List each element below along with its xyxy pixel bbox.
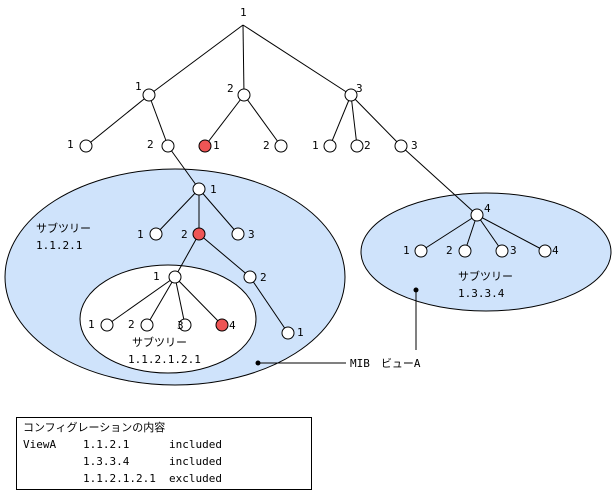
node-1: [142, 88, 156, 102]
label-root: 1: [240, 6, 247, 19]
node-1-1: [79, 139, 93, 153]
node-1-1-2-1-2-1-1: [100, 318, 114, 332]
node-1-1-2-1-2-2: [243, 270, 257, 284]
label-n3-2: 2: [364, 139, 371, 152]
config-oid: 1.1.2.1: [83, 438, 130, 451]
node-1-1-2-1-2: [192, 227, 206, 241]
config-status: included: [169, 438, 222, 451]
config-row: 1.3.3.4 included: [23, 453, 305, 470]
config-view: [23, 453, 83, 470]
node-2-2: [274, 139, 288, 153]
label-n1-1: 1: [67, 138, 74, 151]
label-n12122: 2: [260, 271, 267, 284]
label-n3-1: 1: [312, 139, 319, 152]
node-labels: 1 1 2 3 1 2 1 2 1 2 3 1 1 2 3 1 2 1 2 3 …: [67, 6, 559, 339]
subtree-a-oid: 1.1.2.1: [36, 239, 82, 252]
label-n3343: 3: [510, 244, 517, 257]
label-n1-2: 2: [147, 138, 154, 151]
node-1-3-3-4-1: [414, 244, 428, 258]
node-1-3-3-4-4: [538, 244, 552, 258]
label-n1212: 2: [181, 228, 188, 241]
config-row: ViewA 1.1.2.1 included: [23, 436, 305, 453]
label-n1211: 1: [137, 228, 144, 241]
node-1-2: [161, 139, 175, 153]
label-n121214: 4: [229, 319, 236, 332]
node-1-1-2-1-2-1-4: [215, 318, 229, 332]
config-oid: 1.3.3.4: [83, 455, 130, 468]
subtree-region-1-3-3-4: [360, 192, 612, 312]
node-1-1-2-1: [192, 182, 206, 196]
node-1-3-3-4-3: [495, 244, 509, 258]
node-1-1-2-1-3: [231, 227, 245, 241]
label-n121212: 2: [128, 318, 135, 331]
label-n2: 2: [227, 82, 234, 95]
node-1-1-2-1-2-1-2: [140, 318, 154, 332]
subtree-pointer-dot: [413, 287, 419, 293]
subtree-b-oid: 1.1.2.1.2.1: [128, 353, 201, 366]
label-n12121: 1: [153, 270, 160, 283]
subtree-c-title: サブツリー: [458, 269, 513, 283]
config-view: [23, 470, 83, 487]
node-1-1-2-1-1: [149, 227, 163, 241]
node-3: [344, 88, 358, 102]
label-n3344: 4: [552, 244, 559, 257]
tree-nodes: [79, 88, 552, 340]
label-n3-3: 3: [411, 139, 418, 152]
label-n334: 4: [484, 202, 491, 215]
config-status: excluded: [169, 472, 222, 485]
label-n121221: 1: [297, 326, 304, 339]
node-3-3: [394, 139, 408, 153]
node-1-1-2-1-2-1: [168, 270, 182, 284]
node-2: [237, 88, 251, 102]
label-n2-2: 2: [263, 139, 270, 152]
label-n2-1: 1: [213, 139, 220, 152]
label-n121211: 1: [88, 318, 95, 331]
subtree-a-title: サブツリー: [36, 221, 91, 235]
node-2-1: [198, 139, 212, 153]
label-n3: 3: [356, 82, 363, 95]
label-n1: 1: [135, 80, 142, 93]
node-3-1: [323, 139, 337, 153]
config-row: 1.1.2.1.2.1 excluded: [23, 470, 305, 487]
mib-view-label: MIB ビューA: [350, 357, 421, 370]
config-oid: 1.1.2.1.2.1: [83, 472, 156, 485]
subtree-b-title: サブツリー: [132, 335, 187, 349]
node-1-1-2-1-2-1-3: [178, 318, 192, 332]
node-3-2: [350, 139, 364, 153]
config-view: ViewA: [23, 438, 57, 451]
label-n3341: 1: [403, 244, 410, 257]
node-1-3-3-4: [470, 208, 484, 222]
label-n121: 1: [210, 183, 217, 196]
mib-view-pointer-dot: [255, 360, 261, 366]
node-1-1-2-1-2-2-1: [281, 326, 295, 340]
label-n121213: 3: [177, 319, 184, 332]
subtree-c-oid: 1.3.3.4: [458, 287, 505, 300]
config-status: included: [169, 455, 222, 468]
subtree-region-1-1-2-1-2-1: [79, 264, 257, 374]
configuration-box: コンフィグレーションの内容 ViewA 1.1.2.1 included 1.3…: [16, 417, 312, 490]
label-n3342: 2: [446, 244, 453, 257]
label-n1213: 3: [248, 228, 255, 241]
node-1-3-3-4-2: [458, 244, 472, 258]
tree-edges: [85, 24, 546, 364]
config-title: コンフィグレーションの内容: [23, 421, 166, 434]
